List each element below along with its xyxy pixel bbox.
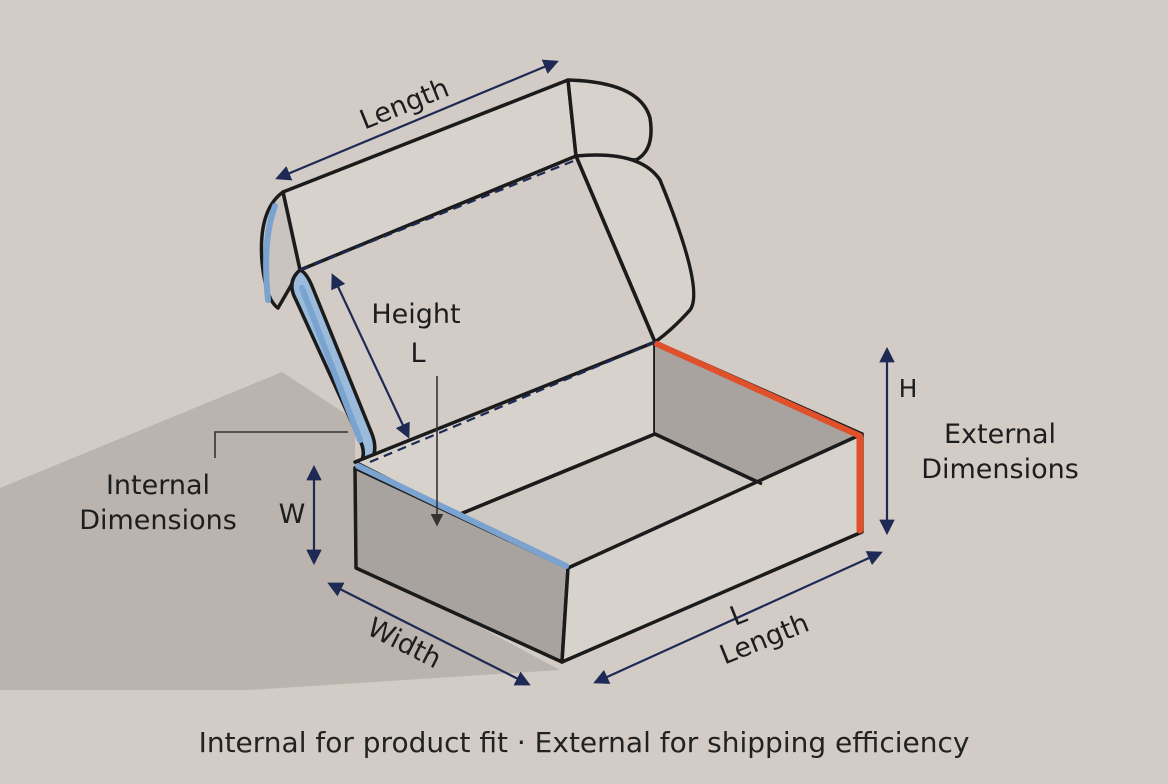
height-label: Height	[371, 299, 460, 330]
external-dimensions-line2: Dimensions	[921, 454, 1079, 485]
internal-leader-line	[214, 431, 348, 458]
lid-top-flap	[566, 78, 653, 162]
lid-side-accent	[263, 203, 278, 303]
length-bottom-letter-label: L	[726, 598, 752, 632]
length-bottom-arrow	[593, 551, 883, 684]
height-letter-label: L	[410, 338, 425, 369]
dashed-guide-middle	[369, 340, 656, 464]
internal-dimensions-line2: Dimensions	[79, 505, 237, 536]
external-dimensions-line1: External	[944, 419, 1056, 450]
caption: Internal for product fit · External for …	[199, 726, 970, 759]
internal-dimensions-line1: Internal	[106, 470, 210, 501]
h-letter-label: H	[899, 374, 918, 403]
length-top-arrow	[275, 59, 559, 181]
length-top-label: Length	[356, 73, 454, 137]
w-letter-label: W	[279, 499, 306, 530]
internal-top-edge	[355, 463, 569, 569]
height-arrow	[331, 273, 410, 439]
floor-crease	[654, 432, 763, 486]
external-top-edge	[654, 341, 863, 439]
lid-front-flap	[574, 153, 696, 344]
width-arrow	[327, 582, 531, 686]
